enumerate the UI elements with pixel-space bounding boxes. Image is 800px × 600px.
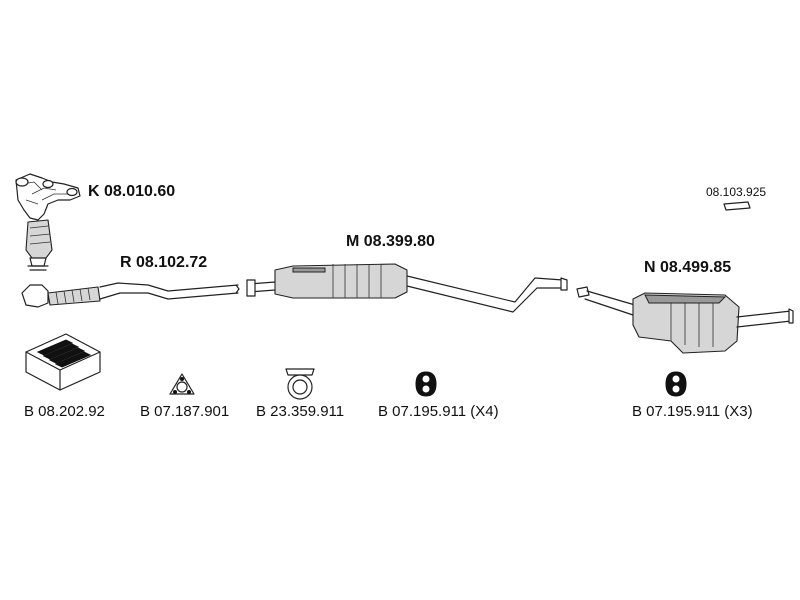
clamp-part	[282, 365, 318, 401]
kit-label: B 08.202.92	[24, 403, 105, 420]
rubber-mount-mid	[414, 370, 438, 398]
catalyst-label: K 08.010.60	[88, 183, 176, 200]
front-pipe	[18, 275, 240, 315]
front-pipe-label: R 08.102.72	[120, 254, 208, 271]
rear-silencer-label: N 08.499.85	[644, 259, 732, 276]
gasket-part	[168, 372, 196, 398]
middle-silencer	[245, 258, 567, 308]
rubber-rear-label: B 07.195.911 (X3)	[632, 403, 753, 420]
mounting-kit-box	[22, 330, 104, 392]
gasket-label: B 07.187.901	[140, 403, 230, 420]
clamp-label: B 23.359.911	[256, 403, 345, 420]
catalytic-converter-manifold	[8, 170, 83, 275]
rubber-mount-rear	[664, 370, 688, 398]
rubber-mid-label: B 07.195.911 (X4)	[378, 403, 499, 420]
middle-silencer-label: M 08.399.80	[346, 233, 435, 250]
small-part-label: 08.103.925	[706, 185, 767, 199]
small-bracket-part	[722, 200, 752, 212]
rear-silencer	[575, 285, 795, 360]
